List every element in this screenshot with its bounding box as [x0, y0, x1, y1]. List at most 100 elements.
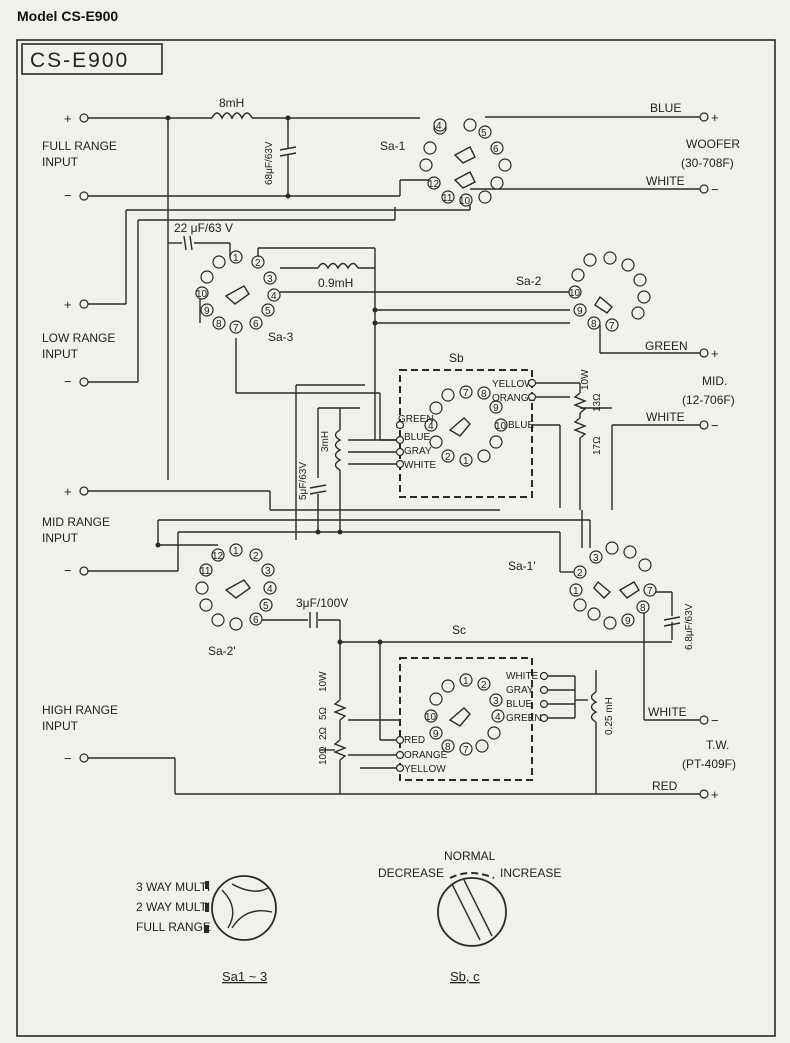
svg-text:12: 12: [428, 179, 440, 190]
svg-text:−: −: [64, 374, 72, 389]
full-range-label-2: INPUT: [42, 155, 79, 169]
high-range-label-1: HIGH RANGE: [42, 703, 118, 717]
svg-text:2 WAY MULTI: 2 WAY MULTI: [136, 900, 210, 914]
mode-knob[interactable]: [211, 875, 277, 941]
svg-text:1: 1: [463, 456, 469, 467]
full-range-label-1: FULL RANGE: [42, 139, 117, 153]
svg-text:22 μF/63 V: 22 μF/63 V: [174, 221, 233, 235]
svg-text:11: 11: [442, 193, 453, 204]
svg-text:3: 3: [267, 274, 273, 285]
inductor-3mh: [334, 429, 342, 471]
svg-text:WOOFER: WOOFER: [686, 137, 740, 151]
svg-text:10: 10: [459, 196, 471, 207]
svg-text:8mH: 8mH: [219, 96, 244, 110]
switch-sc: Sc 1 2 3 4 7 8 9 10 WHITE GRAY BLUE GREE…: [395, 623, 549, 781]
svg-text:2: 2: [445, 452, 451, 463]
svg-text:YELLOW: YELLOW: [404, 764, 446, 775]
svg-text:BLUE: BLUE: [404, 432, 430, 443]
svg-text:4: 4: [436, 121, 442, 132]
woofer-minus-terminal[interactable]: [699, 184, 709, 194]
switch-sb: Sb 7 8 9 10 1 2 4 YELLOW ORANGE GREEN BL…: [395, 351, 537, 498]
svg-text:BLUE: BLUE: [650, 101, 681, 115]
svg-text:8: 8: [216, 319, 222, 330]
svg-text:MID.: MID.: [702, 374, 727, 388]
svg-text:−: −: [711, 418, 719, 433]
high-range-label-2: INPUT: [42, 719, 79, 733]
svg-text:8: 8: [445, 742, 451, 753]
svg-text:6: 6: [253, 319, 259, 330]
inductor-8mh: [211, 112, 253, 120]
svg-text:WHITE: WHITE: [648, 705, 687, 719]
svg-text:BLUE: BLUE: [508, 420, 534, 431]
svg-text:Sa-3: Sa-3: [268, 330, 294, 344]
svg-text:ORANGE: ORANGE: [492, 393, 536, 404]
svg-text:2: 2: [253, 551, 259, 562]
mid-plus-out-terminal[interactable]: [699, 348, 709, 358]
svg-text:3mH: 3mH: [320, 431, 331, 452]
high-minus-terminal[interactable]: [79, 753, 89, 763]
svg-text:Sa1 ~ 3: Sa1 ~ 3: [222, 969, 267, 984]
svg-text:−: −: [711, 182, 719, 197]
title-box-label: CS-E900: [30, 49, 129, 72]
mid-minus-out-terminal[interactable]: [699, 420, 709, 430]
full-minus-terminal[interactable]: [79, 191, 89, 201]
svg-text:8: 8: [481, 389, 487, 400]
mid-minus-terminal[interactable]: [79, 566, 89, 576]
svg-text:6: 6: [253, 615, 259, 626]
low-minus-terminal[interactable]: [79, 377, 89, 387]
svg-text:FULL RANGE: FULL RANGE: [136, 920, 211, 934]
svg-text:GRAY: GRAY: [404, 446, 432, 457]
svg-text:+: +: [711, 110, 719, 125]
svg-text:WHITE: WHITE: [646, 410, 685, 424]
svg-text:1: 1: [233, 253, 239, 264]
svg-text:−: −: [64, 563, 72, 578]
svg-text:WHITE: WHITE: [646, 174, 685, 188]
svg-text:10W: 10W: [318, 671, 329, 692]
resistor-hi-52: [333, 699, 347, 721]
svg-text:GREEN: GREEN: [506, 713, 542, 724]
svg-text:4: 4: [428, 421, 434, 432]
svg-text:11: 11: [200, 566, 211, 577]
svg-text:Sa-1: Sa-1: [380, 139, 406, 153]
svg-text:+: +: [64, 484, 72, 499]
svg-text:NORMAL: NORMAL: [444, 849, 496, 863]
svg-text:YELLOW: YELLOW: [492, 379, 534, 390]
svg-text:17Ω: 17Ω: [592, 436, 603, 455]
low-range-label-1: LOW RANGE: [42, 331, 115, 345]
svg-text:7: 7: [463, 388, 469, 399]
svg-text:10: 10: [569, 288, 581, 299]
high-range-input: HIGH RANGE INPUT −: [42, 703, 118, 766]
svg-text:10W: 10W: [580, 369, 591, 390]
svg-text:T.W.: T.W.: [706, 738, 729, 752]
woofer-plus-terminal[interactable]: [699, 112, 709, 122]
svg-text:68μF/63V: 68μF/63V: [264, 141, 275, 185]
svg-text:5: 5: [263, 601, 269, 612]
low-plus-terminal[interactable]: [79, 299, 89, 309]
svg-text:9: 9: [577, 306, 583, 317]
mid-range-label-1: MID RANGE: [42, 515, 110, 529]
svg-text:RED: RED: [404, 735, 425, 746]
svg-text:WHITE: WHITE: [506, 671, 539, 682]
svg-text:GRAY: GRAY: [506, 685, 534, 696]
mid-plus-terminal[interactable]: [79, 486, 89, 496]
svg-text:Sb, c: Sb, c: [450, 969, 480, 984]
svg-text:2: 2: [481, 680, 487, 691]
svg-text:Sc: Sc: [452, 623, 466, 637]
svg-text:5Ω: 5Ω: [318, 706, 329, 720]
switch-sa-2-prime: Sa-2' 1 2 3 4 5 6 11 12: [195, 543, 277, 658]
inductor-0-25mh: [590, 691, 598, 723]
level-knob[interactable]: [437, 877, 507, 947]
tw-plus-terminal[interactable]: [699, 789, 709, 799]
resistor-mid-13: [573, 392, 587, 414]
mid-range-input: + MID RANGE INPUT −: [42, 484, 110, 578]
svg-text:DECREASE: DECREASE: [378, 866, 444, 880]
svg-text:2: 2: [255, 258, 261, 269]
svg-text:Sb: Sb: [449, 351, 464, 365]
svg-text:GREEN: GREEN: [645, 339, 688, 353]
switch-sa-2: Sa-2 7 8 9 10: [516, 251, 651, 332]
svg-text:Sa-2: Sa-2: [516, 274, 542, 288]
svg-text:1: 1: [573, 586, 579, 597]
tw-minus-terminal[interactable]: [699, 715, 709, 725]
full-plus-terminal[interactable]: [79, 113, 89, 123]
